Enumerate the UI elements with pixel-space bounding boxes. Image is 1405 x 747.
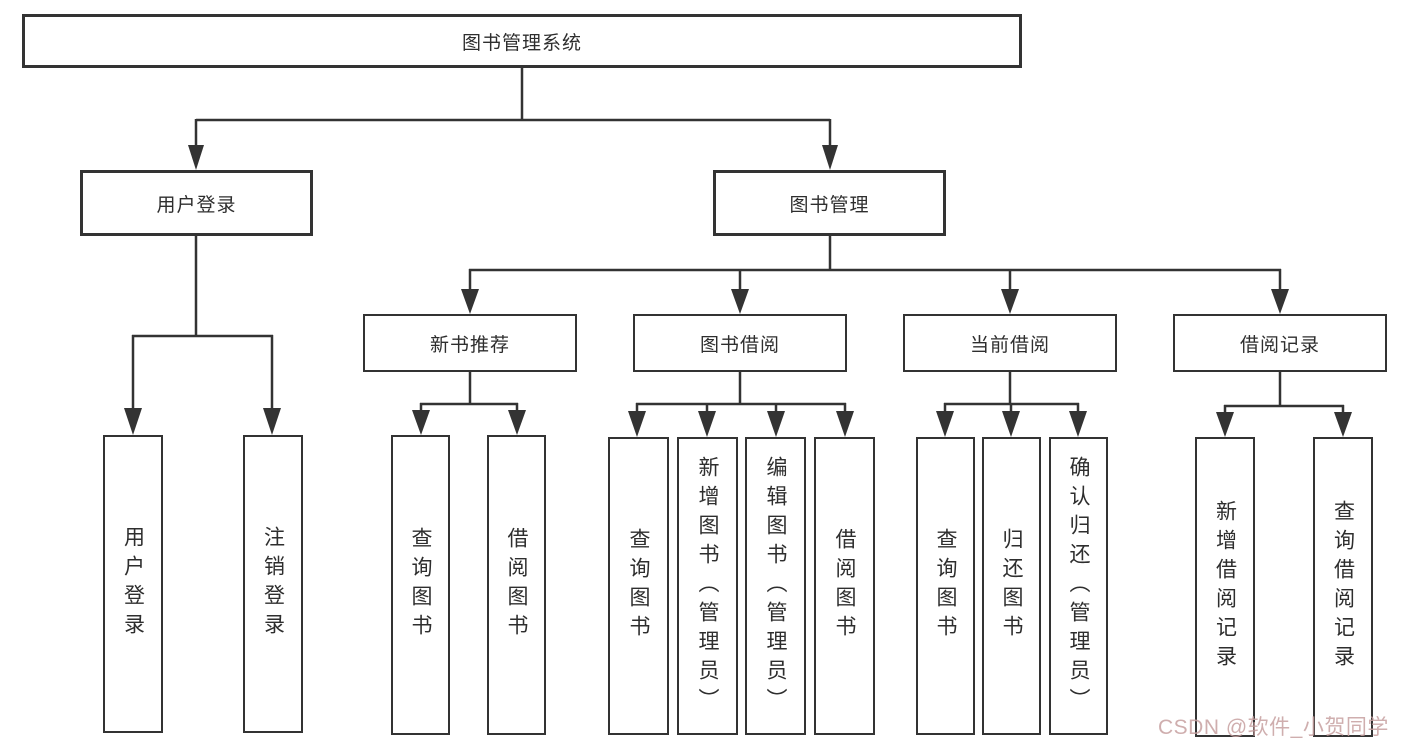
node-borrowing-records: 借阅记录 <box>1173 314 1387 372</box>
leaf-user-login: 用户登录 <box>103 435 163 733</box>
leaf-borrowing-query-books-label: 查询图书 <box>627 528 650 644</box>
csdn-watermark: CSDN @软件_小贺同学 <box>1158 716 1389 739</box>
leaf-edit-books-admin-label: 编辑图书（管理员） <box>764 455 787 717</box>
leaf-return-books: 归还图书 <box>982 437 1041 735</box>
leaf-query-borrow-record: 查询借阅记录 <box>1313 437 1373 737</box>
node-current-borrowing: 当前借阅 <box>903 314 1117 372</box>
leaf-borrowing-borrow-books-label: 借阅图书 <box>833 528 856 644</box>
leaf-user-login-label: 用户登录 <box>121 526 145 642</box>
leaf-borrowing-borrow-books: 借阅图书 <box>814 437 875 735</box>
node-user-login: 用户登录 <box>80 170 313 236</box>
leaf-current-query-books-label: 查询图书 <box>934 528 957 644</box>
leaf-add-books-admin-label: 新增图书（管理员） <box>696 455 719 717</box>
leaf-current-query-books: 查询图书 <box>916 437 975 735</box>
leaf-logout-label: 注销登录 <box>261 526 285 642</box>
leaf-recommend-borrow-books: 借阅图书 <box>487 435 546 735</box>
leaf-edit-books-admin: 编辑图书（管理员） <box>745 437 806 735</box>
node-library-management-system: 图书管理系统 <box>22 14 1022 68</box>
arrowhead-icons <box>124 145 1352 437</box>
leaf-recommend-query-books: 查询图书 <box>391 435 450 735</box>
leaf-add-borrow-record-label: 新增借阅记录 <box>1213 500 1237 674</box>
leaf-return-books-label: 归还图书 <box>1000 528 1023 644</box>
leaf-logout: 注销登录 <box>243 435 303 733</box>
node-book-management: 图书管理 <box>713 170 946 236</box>
leaf-recommend-borrow-books-label: 借阅图书 <box>505 527 528 643</box>
leaf-recommend-query-books-label: 查询图书 <box>409 527 432 643</box>
leaf-add-books-admin: 新增图书（管理员） <box>677 437 738 735</box>
leaf-confirm-return-admin-label: 确认归还（管理员） <box>1067 455 1090 717</box>
node-new-book-recommend: 新书推荐 <box>363 314 577 372</box>
leaf-query-borrow-record-label: 查询借阅记录 <box>1331 500 1355 674</box>
leaf-add-borrow-record: 新增借阅记录 <box>1195 437 1255 737</box>
leaf-borrowing-query-books: 查询图书 <box>608 437 669 735</box>
leaf-confirm-return-admin: 确认归还（管理员） <box>1049 437 1108 735</box>
node-book-borrowing: 图书借阅 <box>633 314 847 372</box>
